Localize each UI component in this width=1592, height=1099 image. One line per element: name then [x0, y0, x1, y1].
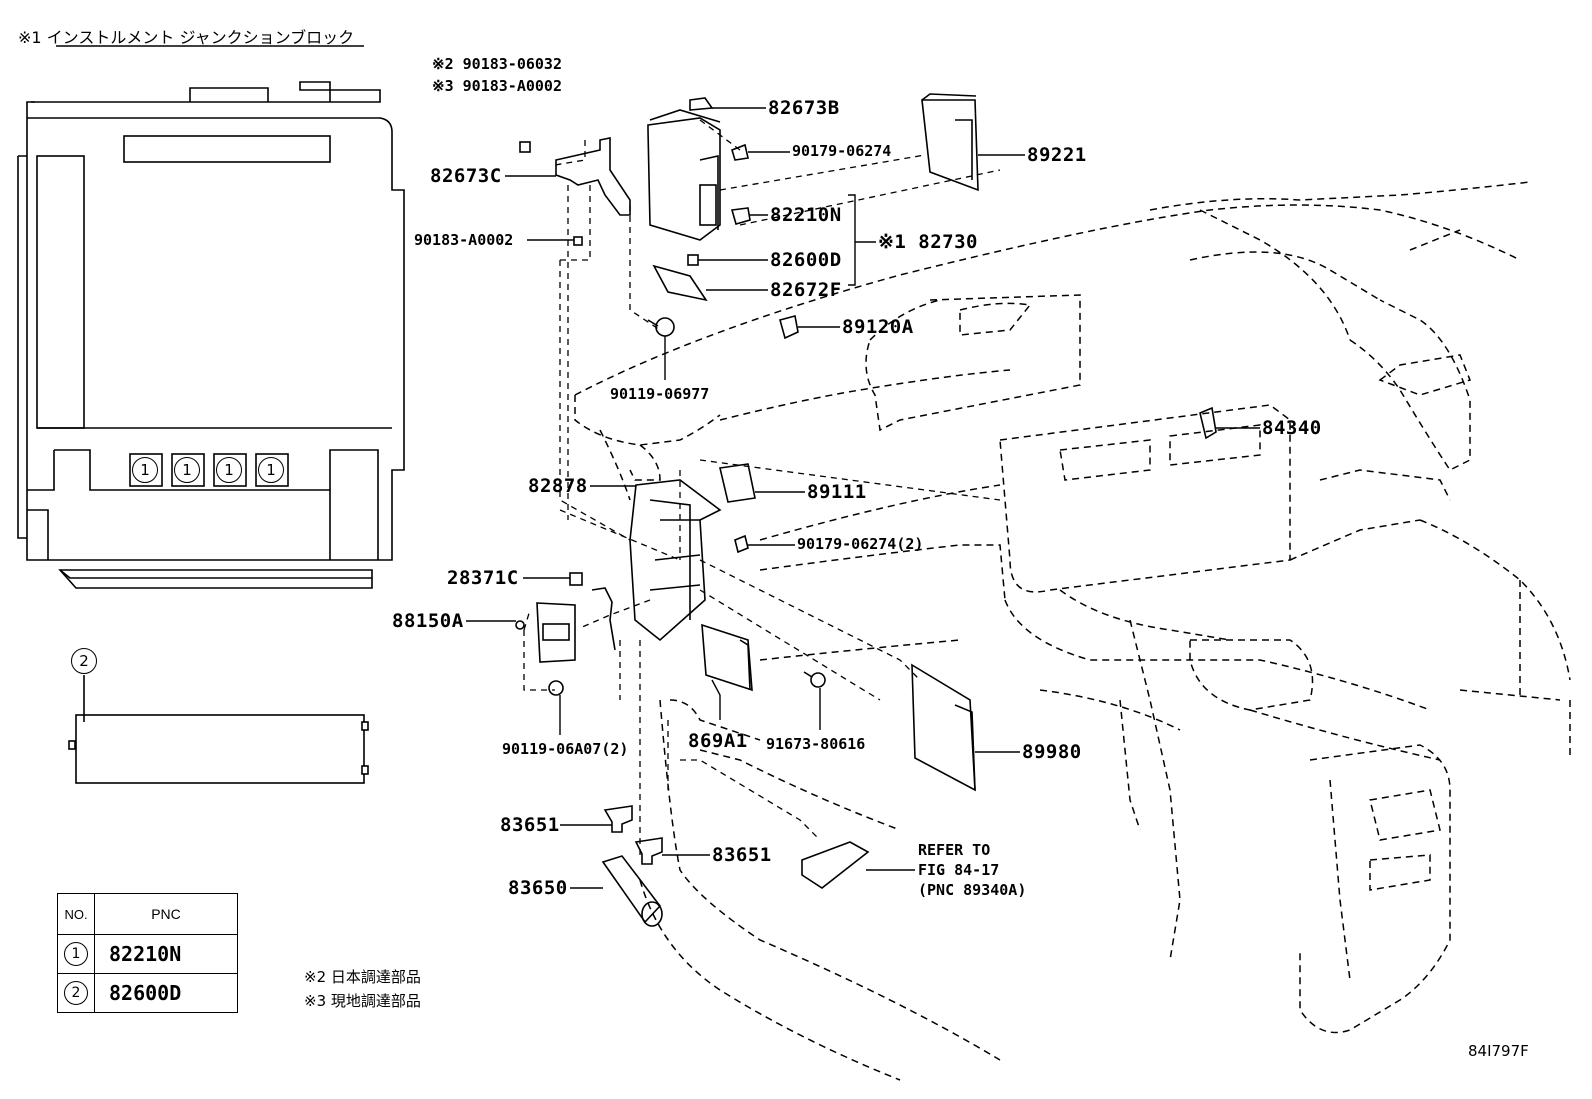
row-no-2: 2 — [64, 981, 88, 1005]
callout-91673-80616: 91673-80616 — [766, 735, 866, 753]
junction-block-detail — [17, 45, 405, 589]
callout-89980: 89980 — [1022, 741, 1082, 763]
callout-82210n: 82210N — [770, 204, 842, 226]
parts — [515, 93, 1217, 927]
callout-83651-a: 83651 — [500, 814, 560, 836]
row-no-1: 1 — [64, 942, 88, 966]
note-domestic-part: ※2 日本調達部品 — [304, 968, 421, 986]
callout-82672f: 82672F — [770, 279, 842, 301]
refer-line-2: FIG 84-17 — [918, 861, 1000, 879]
header-no: NO. — [57, 893, 95, 935]
row-pnc-82210n: 82210N — [94, 934, 238, 974]
callout-90183-a0002: 90183-A0002 — [414, 231, 514, 249]
fuse-marker-1: 1 — [216, 457, 242, 483]
callout-90179-06274: 90179-06274 — [792, 142, 892, 160]
figure-id: 84I797F — [1468, 1042, 1529, 1060]
note-local-part: ※3 現地調達部品 — [304, 992, 421, 1010]
table-row: 2 82600D — [57, 973, 238, 1013]
callout-869a1: 869A1 — [688, 730, 748, 752]
row-pnc-82600d: 82600D — [94, 973, 238, 1013]
row-no-cell: 1 — [57, 934, 95, 974]
connector-strip — [68, 675, 369, 784]
callout-89120a: 89120A — [842, 316, 914, 338]
callout-88150a: 88150A — [392, 610, 464, 632]
callout-89221: 89221 — [1027, 144, 1087, 166]
callout-90179-06274-2: 90179-06274(2) — [797, 535, 924, 553]
callout-84340: 84340 — [1262, 417, 1322, 439]
callout-89111: 89111 — [807, 481, 867, 503]
callout-82673c: 82673C — [430, 165, 502, 187]
callout-82730: ※1 82730 — [878, 231, 978, 253]
callout-82600d: 82600D — [770, 249, 842, 271]
callout-83650: 83650 — [508, 877, 568, 899]
assembly-lines — [523, 119, 1001, 860]
dashboard-outline — [574, 181, 1571, 1081]
callout-28371c: 28371C — [447, 567, 519, 589]
row-no-cell: 2 — [57, 973, 95, 1013]
fuse-marker-1: 1 — [132, 457, 158, 483]
callout-90119-06977: 90119-06977 — [610, 385, 710, 403]
callout-90183-06032: ※2 90183-06032 — [432, 55, 562, 73]
leader-lines — [466, 107, 1260, 889]
fuse-slots — [129, 453, 289, 487]
pnc-table-header: NO. PNC — [57, 893, 238, 935]
callout-90119-06a07: 90119-06A07(2) — [502, 740, 629, 758]
callout-90183-a0002-top: ※3 90183-A0002 — [432, 77, 562, 95]
callout-82673b: 82673B — [768, 97, 840, 119]
callout-82878: 82878 — [528, 475, 588, 497]
refer-line-1: REFER TO — [918, 841, 991, 859]
header-pnc: PNC — [94, 893, 238, 935]
pnc-table: NO. PNC 1 82210N 2 82600D — [57, 893, 238, 1013]
junction-block-title: ※1 インストルメント ジャンクションブロック — [18, 28, 355, 47]
callout-83651-b: 83651 — [712, 844, 772, 866]
table-row: 1 82210N — [57, 934, 238, 974]
fuse-marker-1: 1 — [258, 457, 284, 483]
connector-marker-2: 2 — [71, 648, 97, 674]
refer-line-3: (PNC 89340A) — [918, 881, 1027, 899]
fuse-marker-1: 1 — [174, 457, 200, 483]
